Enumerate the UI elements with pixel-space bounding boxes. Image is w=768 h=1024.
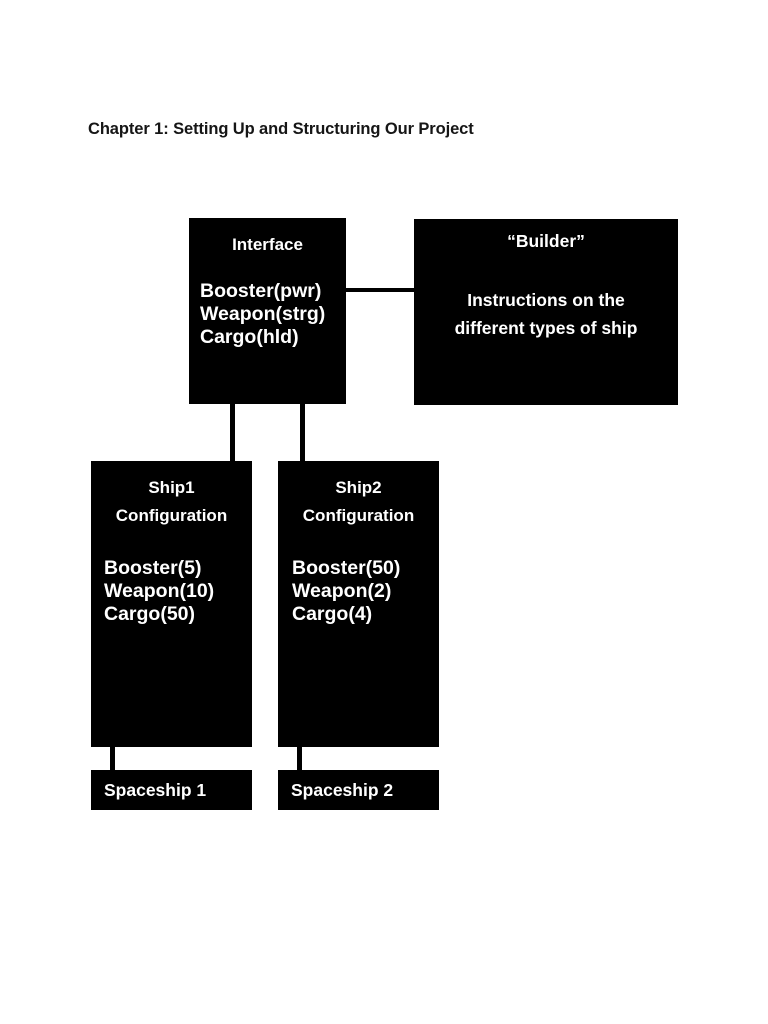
node-builder-line-2: different types of ship [454, 317, 638, 338]
node-interface: Interface Booster(pwr) Weapon(strg) Carg… [189, 218, 346, 404]
page-title: Chapter 1: Setting Up and Structuring Ou… [88, 120, 474, 138]
node-ship1-heading-line-2: Configuration [115, 506, 228, 526]
node-ship2-heading: Ship2 Configuration [278, 474, 439, 530]
connector-interface-to-ship1-configuration [230, 403, 235, 462]
node-ship2-line-1: Booster(50) [292, 557, 401, 580]
node-ship2-heading-line-1: Ship2 [335, 478, 382, 497]
node-ship2-body: Booster(50) Weapon(2) Cargo(4) [278, 557, 439, 625]
node-spaceship2-label: Spaceship 2 [291, 780, 394, 800]
node-ship1-body: Booster(5) Weapon(10) Cargo(50) [91, 557, 252, 625]
node-interface-body: Booster(pwr) Weapon(strg) Cargo(hld) [189, 280, 346, 348]
connector-ship2-configuration-to-spaceship2 [297, 746, 302, 771]
node-interface-line-1: Booster(pwr) [200, 280, 322, 303]
connector-interface-to-ship2-configuration [300, 403, 305, 462]
node-ship2-heading-line-2: Configuration [302, 506, 415, 526]
node-builder: “Builder” Instructions on the different … [414, 219, 678, 405]
node-interface-heading: Interface [232, 235, 303, 254]
node-ship2-line-3: Cargo(4) [292, 602, 373, 625]
node-ship1-heading: Ship1 Configuration [91, 474, 252, 530]
node-spaceship1: Spaceship 1 [91, 770, 252, 810]
node-builder-heading: “Builder” [507, 231, 585, 251]
node-spaceship2: Spaceship 2 [278, 770, 439, 810]
connector-interface-to-builder [345, 288, 415, 292]
node-interface-line-3: Cargo(hld) [200, 325, 299, 348]
node-ship1-configuration: Ship1 Configuration Booster(5) Weapon(10… [91, 461, 252, 747]
node-ship2-line-2: Weapon(2) [292, 579, 392, 602]
node-ship1-heading-line-1: Ship1 [148, 478, 195, 497]
node-spaceship1-label: Spaceship 1 [104, 780, 207, 800]
node-ship1-line-3: Cargo(50) [104, 602, 196, 625]
node-builder-line-1: Instructions on the [467, 289, 625, 310]
connector-ship1-configuration-to-spaceship1 [110, 746, 115, 771]
node-ship2-configuration: Ship2 Configuration Booster(50) Weapon(2… [278, 461, 439, 747]
node-builder-body: Instructions on the different types of s… [414, 286, 678, 342]
node-ship1-line-1: Booster(5) [104, 557, 202, 580]
node-ship1-line-2: Weapon(10) [104, 579, 215, 602]
node-interface-line-2: Weapon(strg) [200, 302, 326, 325]
